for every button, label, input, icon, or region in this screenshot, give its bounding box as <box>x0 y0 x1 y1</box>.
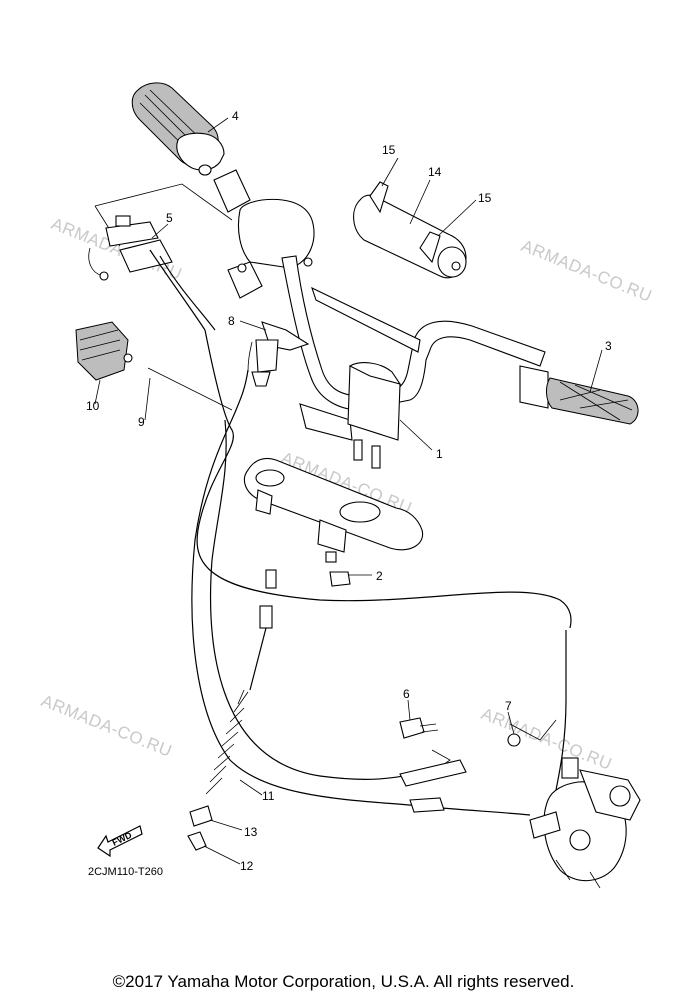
watermark-5: ARMADA-CO.RU <box>479 704 615 774</box>
callout-1: 1 <box>436 447 443 461</box>
carburetor <box>529 757 641 889</box>
upper-bracket <box>243 457 424 587</box>
handlebar-pad <box>353 181 467 279</box>
watermark-4: ARMADA-CO.RU <box>39 691 175 761</box>
callout-7: 7 <box>505 699 512 713</box>
callout-2: 2 <box>376 569 383 583</box>
leader-lines <box>94 117 603 865</box>
callout-10: 10 <box>86 399 100 413</box>
forward-arrow-icon: FWD <box>97 825 143 858</box>
clutch-cable <box>187 569 277 851</box>
switch-housing <box>227 198 315 299</box>
callout-13: 13 <box>244 825 258 839</box>
switch-cover <box>75 321 133 381</box>
watermark-2: ARMADA-CO.RU <box>519 236 655 306</box>
callout-11: 11 <box>262 789 275 803</box>
right-grip <box>519 365 639 425</box>
callout-5: 5 <box>166 211 173 225</box>
handlebar <box>281 255 546 469</box>
diagram-code: 2CJM110-T260 <box>88 866 163 878</box>
lower-parts <box>399 717 557 813</box>
throttle-cable-assembly <box>88 183 233 331</box>
callout-9: 9 <box>138 415 145 429</box>
callout-8: 8 <box>228 314 235 328</box>
callout-14: 14 <box>428 165 442 179</box>
callout-3: 3 <box>605 339 612 353</box>
copyright-notice: ©2017 Yamaha Motor Corporation, U.S.A. A… <box>112 972 575 991</box>
callout-6: 6 <box>403 687 410 701</box>
callout-4: 4 <box>232 109 239 123</box>
callout-12: 12 <box>240 859 254 873</box>
lever-bracket <box>251 321 310 387</box>
callout-15a: 15 <box>382 143 396 157</box>
left-grip-assembly <box>131 82 251 213</box>
callouts: 1 2 3 4 5 6 7 8 9 10 11 12 13 14 15 15 <box>86 109 612 873</box>
callout-15b: 15 <box>478 191 492 205</box>
